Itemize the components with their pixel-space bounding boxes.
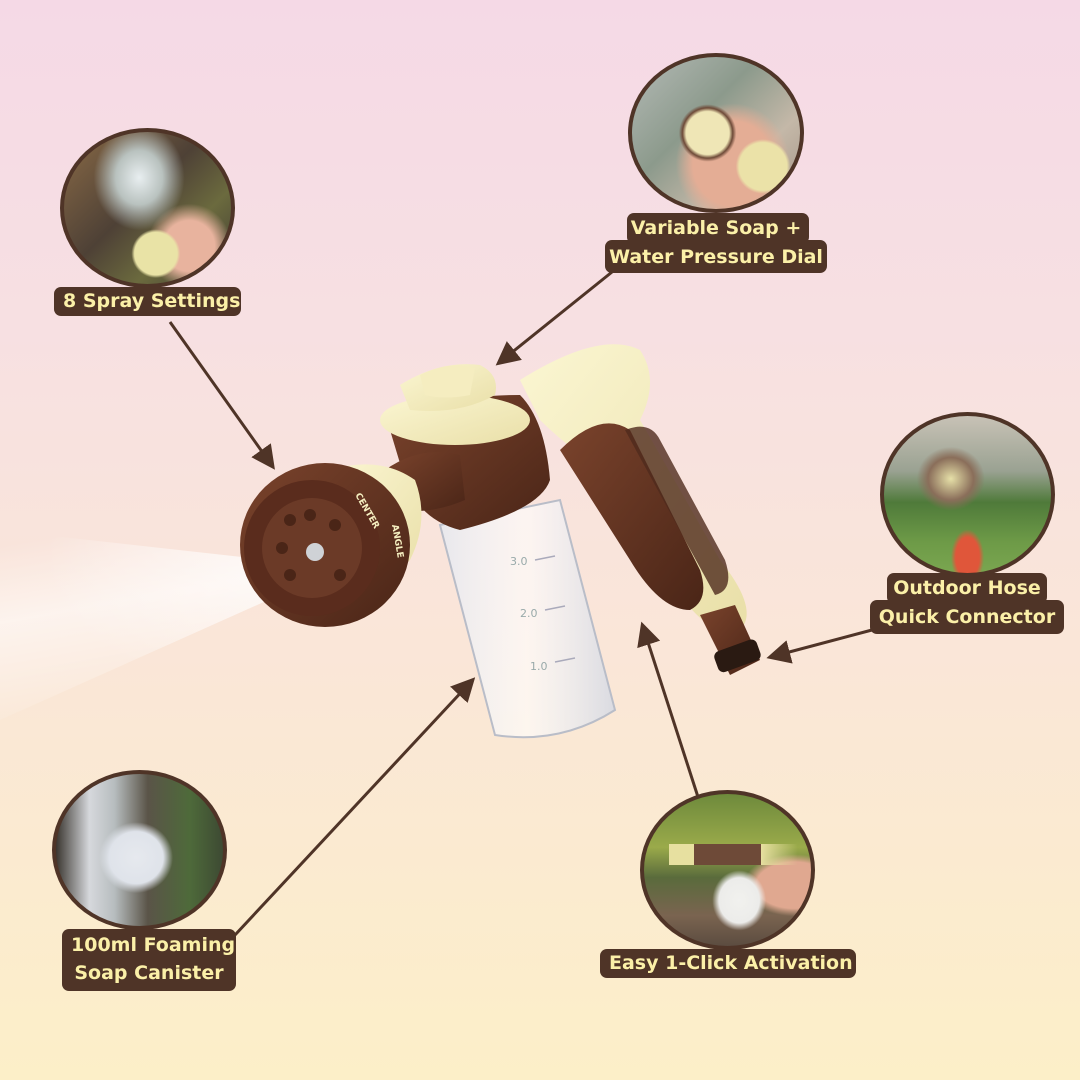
canister-icon: 3.0 2.0 1.0 [438, 498, 617, 739]
callout-arrows [168, 270, 873, 937]
arrow-one-click [637, 621, 700, 798]
arrow-pressure-dial [495, 270, 613, 366]
spray-nozzle-icon: CENTER ANGLE [240, 463, 410, 627]
handle-icon [520, 344, 747, 630]
pressure-dial-icon [400, 364, 496, 411]
label-pressure-dial: Variable Soap + Water Pressure Dial [605, 213, 827, 273]
arrow-spray-settings [168, 321, 275, 470]
label-one-click: Easy 1-Click Activation [600, 949, 856, 978]
arrow-soap-canister [233, 677, 476, 937]
label-spray-settings: 8 Spray Settings [54, 287, 241, 316]
svg-text:3.0: 3.0 [510, 555, 528, 568]
arrow-hose-connector [766, 628, 873, 664]
photo-spray-settings [60, 128, 235, 288]
photo-pressure-dial [628, 53, 804, 213]
photo-one-click [640, 790, 815, 950]
svg-text:1.0: 1.0 [530, 660, 548, 673]
label-soap-canister: 100ml Foaming Soap Canister [62, 929, 236, 991]
svg-text:2.0: 2.0 [520, 607, 538, 620]
hose-connector-icon [700, 605, 761, 675]
label-hose-connector: Outdoor Hose Quick Connector [870, 573, 1064, 634]
photo-hose-connector [880, 412, 1055, 577]
photo-soap-canister [52, 770, 227, 930]
